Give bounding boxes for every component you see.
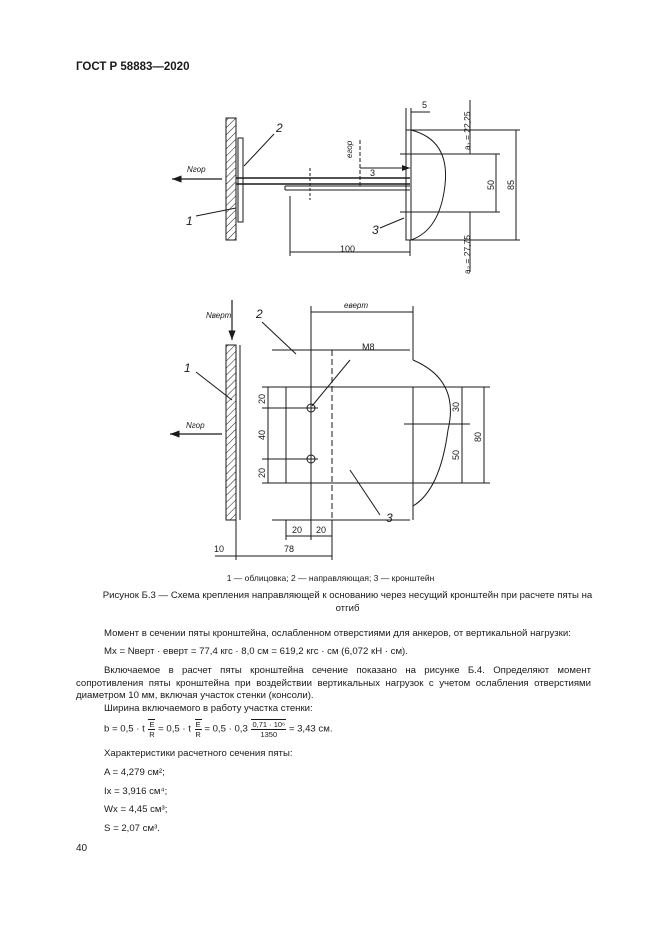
top-dim-a1: a₁ = 22,25 (462, 111, 472, 150)
char-static-moment: S = 2,07 см³. (104, 823, 160, 834)
facing-wall (225, 344, 237, 521)
formula-b-mid2: = 0,5 · 0,3 (204, 723, 248, 735)
bracket-plate (285, 386, 414, 484)
figure-b3-drawings: 5 a₁ = 22,25 a₂ = 27,75 50 85 3 100 eгор… (170, 100, 520, 560)
guide-profile (237, 137, 244, 223)
top-e-gor: eгор (345, 140, 354, 158)
top-dim-a2: a₂ = 27,75 (462, 235, 472, 274)
paragraph-characteristics: Характеристики расчетного сечения пяты: (104, 748, 293, 759)
formula-b-result: = 3,43 см. (288, 723, 333, 735)
bottom-dim-20-a: 20 (292, 525, 302, 535)
top-n-gor: Nгор (187, 165, 206, 174)
facing-wall (225, 117, 237, 241)
bottom-n-gor: Nгор (186, 421, 205, 430)
bottom-e-vert: eверт (344, 301, 368, 310)
top-drawing-labels: 5 a₁ = 22,25 a₂ = 27,75 50 85 3 100 eгор… (186, 100, 516, 274)
char-modulus: Wx = 4,45 см³; (104, 804, 168, 815)
paragraph-section: Включаемое в расчет пяты кронштейна сече… (76, 665, 591, 701)
bottom-dim-20-top: 20 (257, 394, 267, 404)
top-dim-50: 50 (486, 180, 496, 190)
char-area: A = 4,279 см²; (104, 767, 165, 778)
bottom-dim-30: 30 (451, 402, 461, 412)
char-inertia: Ix = 3,916 см⁴; (104, 786, 168, 797)
bottom-label-1: 1 (184, 361, 191, 375)
bottom-dim-78: 78 (284, 544, 294, 554)
bottom-n-vert: Nверт (206, 311, 232, 320)
paragraph-width: Ширина включаемого в работу участка стен… (104, 703, 313, 714)
top-label-1: 1 (186, 214, 193, 228)
frac-r-2: R (195, 730, 201, 739)
frac-den: 1350 (260, 730, 278, 739)
top-dim-85: 85 (506, 180, 516, 190)
bottom-dim-80: 80 (473, 432, 483, 442)
bottom-drawing-labels: Nверт Nгор eверт M8 1 2 3 20 40 20 30 50… (184, 301, 483, 554)
top-dim-100: 100 (340, 244, 355, 254)
concrete-base (412, 359, 451, 507)
bottom-dim-40: 40 (257, 430, 267, 440)
bottom-dim-20-bottom: 20 (257, 468, 267, 478)
top-drawing (172, 100, 520, 272)
page-number: 40 (76, 843, 88, 854)
frac-e-2: E (194, 720, 202, 730)
bracket-foot (405, 129, 412, 241)
bottom-label-3: 3 (386, 511, 393, 525)
frac-r: R (149, 730, 155, 739)
top-label-3: 3 (372, 223, 379, 237)
paragraph-moment: Момент в сечении пяты кронштейна, ослабл… (104, 628, 571, 639)
top-dim-5: 5 (422, 100, 427, 110)
bottom-label-2: 2 (255, 307, 263, 321)
bottom-drawing (170, 300, 490, 560)
bottom-m8: M8 (362, 342, 375, 352)
top-dim-3: 3 (370, 168, 375, 178)
frac-num: 0,71 · 10⁶ (251, 720, 287, 730)
figure-legend: 1 — облицовка; 2 — направляющая; 3 — кро… (226, 573, 435, 583)
bottom-dim-10: 10 (214, 544, 224, 554)
top-label-2: 2 (275, 121, 283, 135)
document-header: ГОСТ Р 58883—2020 (76, 61, 190, 73)
bottom-dim-20-b: 20 (316, 525, 326, 535)
formula-moment: Mx = Nверт · eверт = 77,4 кгс · 8,0 см =… (104, 646, 408, 657)
figure-caption: Рисунок Б.3 — Схема крепления направляющ… (102, 590, 593, 614)
concrete-base (410, 129, 447, 241)
formula-b-lhs: b = 0,5 · t (104, 723, 145, 735)
frac-e: E (148, 720, 156, 730)
bottom-dim-50: 50 (451, 450, 461, 460)
formula-b-mid1: = 0,5 · t (158, 723, 191, 735)
